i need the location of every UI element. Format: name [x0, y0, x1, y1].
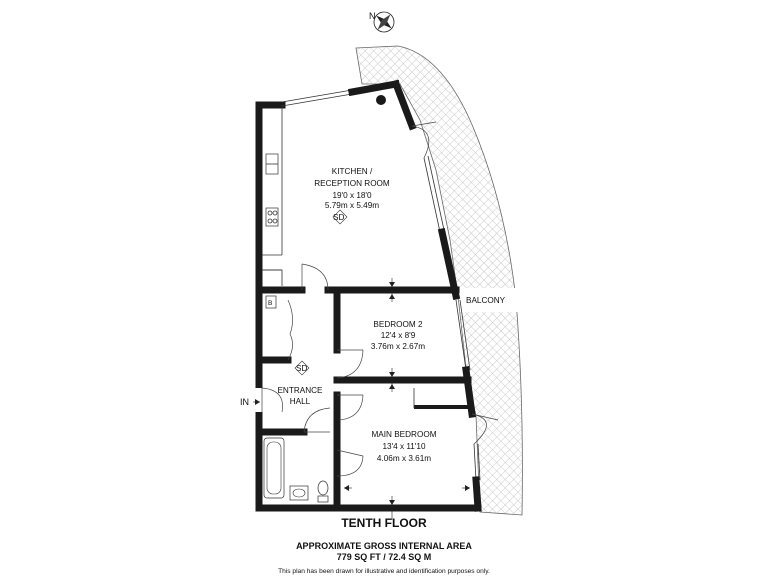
area-value: 779 SQ FT / 72.4 SQ M	[337, 552, 432, 562]
compass-north-label: N	[369, 11, 376, 21]
smoke-detector-icon	[294, 360, 310, 376]
column-icon	[376, 95, 386, 105]
kitchen-imperial: 19'0 x 18'0	[332, 191, 372, 200]
footer: TENTH FLOOR APPROXIMATE GROSS INTERNAL A…	[278, 516, 490, 575]
entry-opening	[254, 388, 264, 412]
entrance-name-line2: HALL	[290, 397, 311, 406]
kitchen-units	[262, 95, 386, 286]
entry-door	[261, 387, 283, 413]
bathroom-door-2	[336, 449, 364, 477]
smoke-detector-hall: SD	[294, 360, 310, 376]
kitchen-labels: KITCHEN / RECEPTION ROOM 19'0 x 18'0 5.7…	[314, 167, 390, 210]
entry-marker: IN	[240, 397, 260, 407]
bedroom2-door	[336, 349, 364, 379]
floor-title: TENTH FLOOR	[341, 516, 427, 530]
kitchen-name-line1: KITCHEN /	[332, 167, 373, 176]
glazing-main-bedroom	[473, 443, 477, 481]
glazing-bedroom2	[455, 299, 467, 371]
kitchen-metric: 5.79m x 5.49m	[325, 201, 379, 210]
boiler-cupboard: B	[265, 295, 277, 309]
smoke-detector-icon	[332, 209, 348, 225]
balcony-label-bg	[460, 288, 518, 312]
balcony-door-kitchen	[411, 121, 437, 159]
compass-rose-icon	[376, 14, 392, 30]
basin-icon	[289, 485, 309, 501]
disclaimer: This plan has been drawn for illustrativ…	[278, 568, 490, 575]
main-bedroom-door	[337, 394, 364, 421]
main-bedroom-labels: MAIN BEDROOM 13'4 x 11'10 4.06m x 3.61m	[371, 430, 436, 463]
entrance-labels: ENTRANCE HALL	[277, 386, 323, 406]
window-top	[281, 89, 353, 103]
bathroom-fittings	[263, 437, 329, 503]
wall-top-right	[347, 79, 401, 97]
smoke-detector-kitchen: SD	[332, 209, 348, 225]
wardrobe-shelf	[414, 405, 470, 409]
main-bedroom-imperial: 13'4 x 11'10	[382, 442, 425, 451]
balcony-label: BALCONY	[466, 296, 506, 305]
main-bedroom-metric: 4.06m x 3.61m	[377, 454, 431, 463]
kitchen-sd-label: SD	[333, 213, 344, 222]
main-bedroom-name: MAIN BEDROOM	[371, 430, 436, 439]
kitchen-name-line2: RECEPTION ROOM	[314, 179, 390, 188]
balcony-area: BALCONY	[355, 45, 523, 516]
bathtub-icon	[263, 437, 285, 499]
dimension-markers	[344, 278, 470, 520]
wall-right-main	[472, 476, 482, 512]
compass-ring	[373, 11, 395, 33]
hob-icon	[265, 207, 279, 227]
glazing-kitchen	[423, 157, 441, 233]
bathroom-door	[303, 407, 331, 433]
entry-arrow-icon	[255, 399, 260, 405]
bedroom2-name: BEDROOM 2	[373, 320, 423, 329]
entry-label: IN	[240, 397, 249, 407]
toilet-icon	[317, 480, 329, 496]
bedroom2-labels: BEDROOM 2 12'4 x 8'9 3.76m x 2.67m	[371, 320, 425, 351]
cupboard-doors	[287, 299, 293, 361]
kitchen-door	[301, 263, 329, 291]
wall-diagonal	[391, 79, 417, 131]
bedroom2-metric: 3.76m x 2.67m	[371, 342, 425, 351]
area-title: APPROXIMATE GROSS INTERNAL AREA	[296, 541, 472, 551]
boiler-label: B	[268, 300, 273, 307]
hall-sd-label: SD	[296, 364, 307, 373]
compass: N	[369, 11, 395, 33]
entrance-name-line1: ENTRANCE	[277, 386, 323, 395]
bedroom2-imperial: 12'4 x 8'9	[381, 331, 416, 340]
balcony-door-main	[471, 413, 499, 445]
wall-right-kitchen	[437, 227, 461, 301]
